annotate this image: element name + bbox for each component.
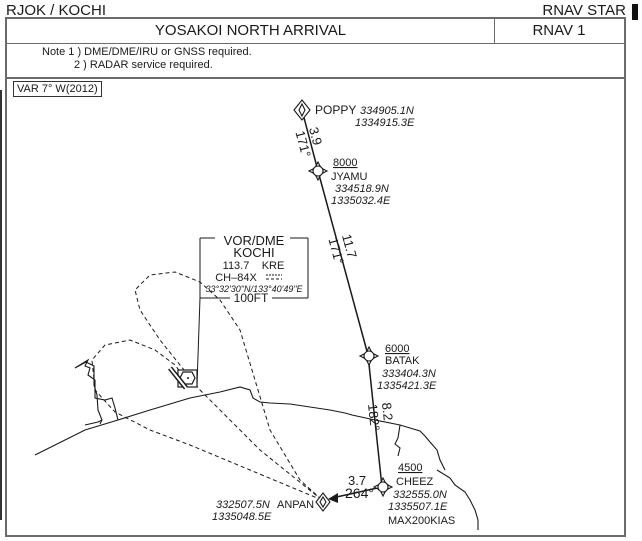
chart-type-label: RNAV STAR	[542, 2, 626, 19]
morse-code-icon	[266, 274, 282, 280]
note-1: Note 1 ) DME/DME/IRU or GNSS required.	[42, 46, 252, 58]
waypoint-jyamu-lon: 1335032.4E	[331, 195, 391, 207]
leg-4-distance: 3.7	[348, 473, 366, 488]
waypoint-anpan-lat: 332507.5N	[216, 499, 270, 511]
notes-section: Note 1 ) DME/DME/IRU or GNSS required. 2…	[7, 43, 624, 79]
waypoint-batak-icon[interactable]	[358, 345, 380, 367]
waypoint-cheez-lat: 332555.0N	[393, 489, 447, 501]
waypoint-anpan-name: ANPAN	[277, 499, 314, 511]
waypoint-jyamu-icon[interactable]	[307, 160, 329, 182]
waypoint-anpan-lon: 1335048.5E	[212, 511, 272, 523]
chart-frame: YOSAKOI NORTH ARRIVAL RNAV 1 Note 1 ) DM…	[5, 17, 626, 537]
navaid-ident: KRE	[262, 260, 285, 272]
waypoint-jyamu-lat: 334518.9N	[335, 183, 389, 195]
navaid-elevation: 100FT	[234, 291, 269, 305]
navaid-name: KOCHI	[233, 245, 274, 260]
navaid-channel: CH–84X	[215, 272, 257, 284]
leg-3-distance: 8.2	[379, 402, 396, 422]
frame-bottom	[5, 535, 626, 537]
index-tab	[632, 4, 638, 20]
coastline	[34, 358, 479, 530]
route-arrow-icon	[328, 493, 338, 503]
waypoint-poppy-icon[interactable]	[293, 99, 311, 121]
navaid-coords: 33°32'30"N/133°40'49"E	[205, 284, 303, 294]
variation-box: VAR 7° W(2012)	[13, 81, 102, 97]
waypoint-cheez-name: CHEEZ	[396, 476, 434, 488]
title-row: YOSAKOI NORTH ARRIVAL RNAV 1	[7, 19, 624, 44]
leg-3-course: 182°	[365, 403, 383, 431]
waypoint-poppy-lon: 1334915.3E	[355, 117, 415, 129]
waypoint-batak-name: BATAK	[385, 355, 420, 367]
waypoint-batak-altitude: 6000	[385, 343, 409, 355]
leg-1-course: 171°	[293, 129, 314, 159]
navaid-freq: 113.7	[223, 260, 250, 272]
airport-label: RJOK / KOCHI	[6, 2, 107, 19]
navaid-type: VOR/DME	[224, 233, 285, 248]
page-edge-mark	[0, 90, 2, 520]
nav-spec: RNAV 1	[532, 22, 586, 39]
leg-2-course: 171°	[326, 236, 347, 266]
vor-dme-icon[interactable]	[168, 366, 198, 390]
waypoint-poppy-name: POPPY	[315, 103, 356, 117]
leg-4-course: 264°	[345, 485, 374, 501]
waypoint-cheez-altitude: 4500	[398, 462, 422, 474]
navaid-box-lines	[196, 237, 309, 386]
waypoint-poppy-lat: 334905.1N	[360, 105, 414, 117]
leg-2-distance: 11.7	[339, 232, 360, 259]
waypoint-batak-lon: 1335421.3E	[377, 380, 437, 392]
waypoint-anpan-icon[interactable]	[315, 492, 331, 512]
route-line	[301, 109, 383, 499]
waypoint-cheez-lon: 1335507.1E	[388, 501, 448, 513]
waypoint-cheez-speed: MAX200KIAS	[388, 515, 455, 527]
waypoint-jyamu-name: JYAMU	[331, 171, 368, 183]
waypoint-batak-lat: 333404.3N	[382, 368, 436, 380]
waypoint-jyamu-altitude: 8000	[333, 157, 357, 169]
leg-1-distance: 3.9	[306, 125, 325, 146]
note-2: 2 ) RADAR service required.	[74, 59, 213, 71]
holding-dashed-paths	[91, 271, 323, 501]
procedure-title: YOSAKOI NORTH ARRIVAL	[7, 19, 495, 43]
waypoint-cheez-icon[interactable]	[372, 476, 394, 498]
